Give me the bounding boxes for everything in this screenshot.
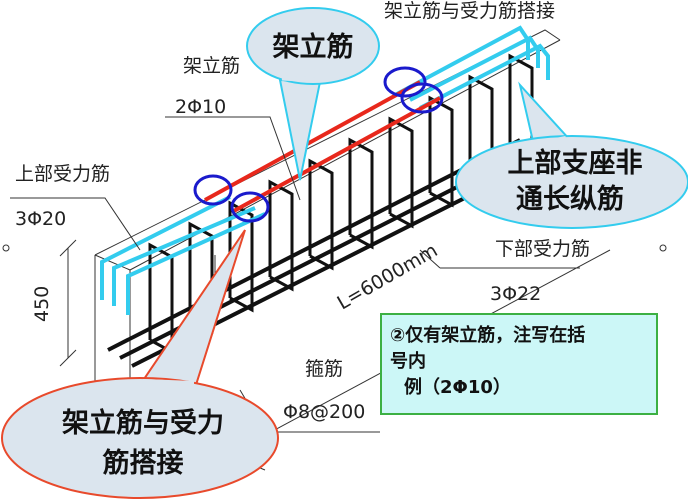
label-erection-bar: 架立筋 — [183, 55, 240, 77]
label-top-main-bar: 上部受力筋 — [15, 163, 110, 185]
callout-lap-line1: 架立筋与受力 — [62, 407, 224, 439]
label-bottom-main-spec: 3Φ22 — [490, 283, 541, 305]
note-box: ②仅有架立筋，注写在括 号内 例（2Φ10） — [380, 313, 658, 415]
top-main-bars — [100, 25, 550, 315]
callout-support-line1: 上部支座非 — [508, 147, 643, 179]
callout-support-line2: 通长纵筋 — [516, 183, 624, 215]
stirrup — [308, 158, 334, 271]
height-dimension — [59, 239, 77, 367]
label-length: L=6000mm — [334, 239, 442, 314]
stirrup — [268, 179, 294, 292]
stirrup — [388, 116, 414, 229]
label-stirrup: 箍筋 — [305, 358, 343, 380]
note-line2: 号内 — [390, 351, 426, 372]
note-line1: ②仅有架立筋，注写在括 — [390, 325, 586, 346]
label-top-cut: 架立筋与受力筋搭接 — [384, 0, 555, 22]
callout-support-bar: 上部支座非 通长纵筋 — [455, 81, 688, 229]
callout-erection-text: 架立筋 — [273, 31, 354, 63]
stirrups — [148, 53, 534, 355]
stirrup — [428, 95, 454, 208]
lap-circles — [193, 66, 444, 223]
stirrup — [228, 200, 254, 313]
stirrup — [348, 137, 374, 250]
label-stirrup-spec: Φ8@200 — [283, 401, 365, 423]
callout-lap: 架立筋与受力 筋搭接 — [1, 229, 279, 499]
label-erection-spec: 2Φ10 — [175, 96, 226, 118]
label-height: 450 — [31, 286, 53, 322]
callout-erection: 架立筋 — [246, 7, 380, 181]
label-top-main-spec: 3Φ20 — [15, 208, 66, 230]
erection-bars — [204, 80, 441, 214]
leader-lines — [10, 116, 580, 433]
note-line3: 例（2Φ10） — [404, 377, 511, 398]
callout-lap-line2: 筋搭接 — [103, 447, 184, 479]
label-bottom-main-bar: 下部受力筋 — [495, 238, 590, 260]
